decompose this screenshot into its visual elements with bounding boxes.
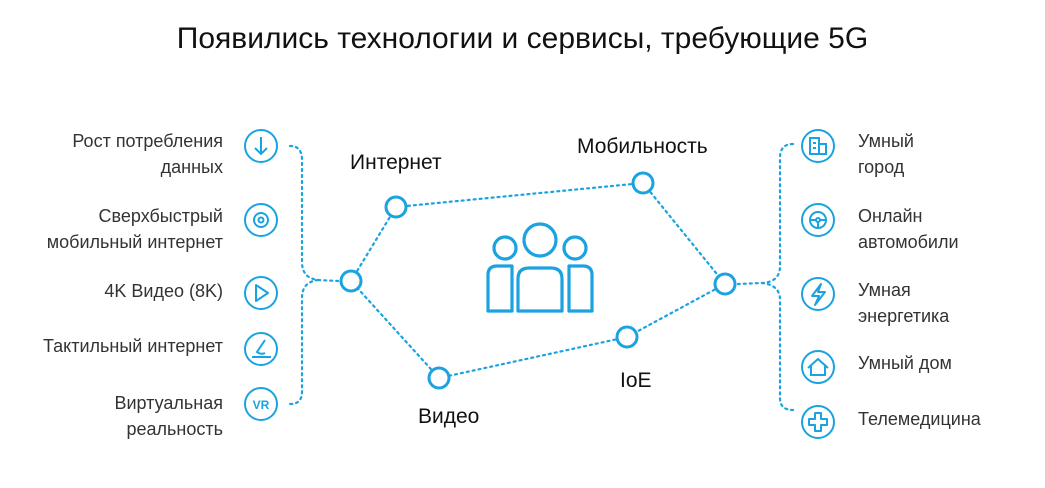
left-label-4k-video: 4K Видео (8K) xyxy=(104,281,223,301)
left-bracket-connector xyxy=(288,144,340,406)
left-label-data-growth: Рост потребления данных xyxy=(72,131,223,177)
left-label-tactile-internet: Тактильный интернет xyxy=(42,336,223,356)
left-label-mobile-internet: Сверхбыстрый мобильный интернет xyxy=(46,206,223,252)
target-icon xyxy=(244,203,278,237)
edge-mobility-right xyxy=(641,181,727,286)
edge-left-internet xyxy=(349,205,398,283)
node-ioe xyxy=(615,325,639,349)
right-label-smart-home: Умный дом xyxy=(858,353,952,373)
right-label-smart-city: Умный город xyxy=(858,131,914,177)
node-mobility xyxy=(631,171,655,195)
edge-internet-mobility xyxy=(394,181,645,209)
hub-label-mobility: Мобильность xyxy=(577,135,708,158)
play-icon xyxy=(244,276,278,310)
right-label-smart-energy: Умная энергетика xyxy=(858,280,950,326)
node-internet xyxy=(384,195,408,219)
svg-text:VR: VR xyxy=(253,398,270,412)
touch-icon xyxy=(244,332,278,366)
node-video xyxy=(427,366,451,390)
house-icon xyxy=(801,350,835,384)
edge-right-ioe xyxy=(625,282,727,339)
left-label-vr: Виртуальная реальность xyxy=(114,393,223,439)
edge-ioe-video xyxy=(437,335,629,380)
hub-label-video: Видео xyxy=(418,405,480,428)
lightning-icon xyxy=(801,277,835,311)
steering-wheel-icon xyxy=(801,203,835,237)
vr-icon: VR xyxy=(244,387,278,421)
building-icon xyxy=(801,129,835,163)
people-group-icon xyxy=(486,222,594,313)
page-title: Появились технологии и сервисы, требующи… xyxy=(176,22,869,55)
node-left-junction xyxy=(339,269,363,293)
right-label-online-cars: Онлайн автомобили xyxy=(858,206,959,252)
right-label-telemedicine: Телемедицина xyxy=(858,409,981,429)
medical-cross-icon xyxy=(801,405,835,439)
edge-video-left xyxy=(349,279,441,380)
download-arrow-icon xyxy=(244,129,278,163)
right-bracket-connector xyxy=(736,142,795,412)
hub-label-ioe: IoE xyxy=(620,369,652,392)
node-right-junction xyxy=(713,272,737,296)
hub-label-internet: Интернет xyxy=(350,151,442,174)
